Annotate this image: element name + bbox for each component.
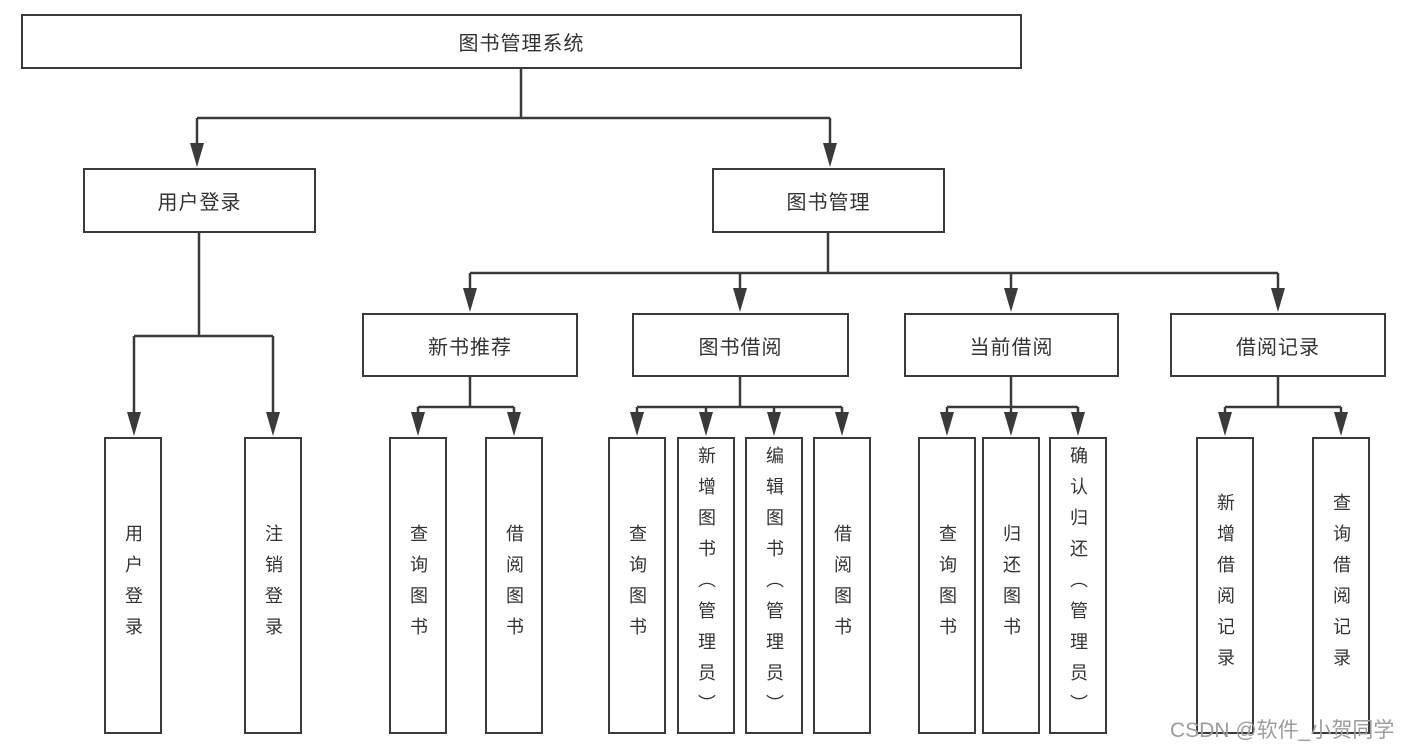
node-root-label: 图书管理系统 — [458, 33, 585, 55]
leaf-user-login-label: 用户登录 — [123, 523, 143, 648]
leaf-return-books: 归还图书 — [982, 437, 1040, 734]
leaf-add-books-admin: 新增图书（管理员） — [677, 437, 735, 734]
leaf-add-books-admin-label: 新增图书（管理员） — [696, 446, 716, 725]
node-book-borrow: 图书借阅 — [632, 313, 849, 377]
leaf-confirm-return-admin: 确认归还（管理员） — [1049, 437, 1107, 734]
leaf-logout-label: 注销登录 — [263, 523, 283, 648]
leaf-borrow-query-books: 查询图书 — [608, 437, 666, 734]
node-user-login-label: 用户登录 — [157, 192, 242, 214]
node-user-login: 用户登录 — [83, 168, 316, 233]
leaf-add-borrow-record: 新增借阅记录 — [1196, 437, 1254, 734]
connector-user-login — [132, 232, 275, 417]
leaf-newbook-borrow-books-label: 借阅图书 — [504, 523, 524, 648]
leaf-add-borrow-record-label: 新增借阅记录 — [1215, 492, 1235, 679]
node-current-borrow-label: 当前借阅 — [969, 336, 1054, 359]
node-borrow-records-label: 借阅记录 — [1236, 336, 1320, 359]
leaf-logout: 注销登录 — [244, 437, 302, 734]
connector-borrow-records — [1223, 377, 1343, 417]
csdn-watermark: CSDN @软件_小贺同学 — [1170, 719, 1395, 742]
leaf-query-borrow-record-label: 查询借阅记录 — [1331, 492, 1351, 679]
connector-book-borrow — [635, 377, 844, 417]
node-book-borrow-label: 图书借阅 — [698, 336, 783, 359]
connector-root — [195, 69, 832, 148]
node-borrow-records: 借阅记录 — [1170, 313, 1386, 377]
leaf-current-query-books-label: 查询图书 — [937, 523, 957, 648]
leaf-confirm-return-admin-label: 确认归还（管理员） — [1068, 446, 1088, 725]
leaf-newbook-query-books-label: 查询图书 — [408, 523, 428, 648]
leaf-edit-books-admin-label: 编辑图书（管理员） — [764, 446, 784, 725]
leaf-borrow-books-label: 借阅图书 — [832, 523, 852, 648]
leaf-newbook-borrow-books: 借阅图书 — [485, 437, 543, 734]
node-root: 图书管理系统 — [21, 14, 1022, 69]
node-book-management: 图书管理 — [712, 168, 945, 233]
leaf-borrow-query-books-label: 查询图书 — [627, 523, 647, 648]
leaf-borrow-books: 借阅图书 — [813, 437, 871, 734]
connector-new-book — [416, 377, 516, 417]
leaf-query-borrow-record: 查询借阅记录 — [1312, 437, 1370, 734]
node-current-borrow: 当前借阅 — [904, 313, 1119, 377]
leaf-user-login: 用户登录 — [104, 437, 162, 734]
connector-book-management — [468, 232, 1280, 293]
node-new-book-recommend: 新书推荐 — [362, 313, 578, 377]
leaf-return-books-label: 归还图书 — [1001, 523, 1021, 648]
node-new-book-recommend-label: 新书推荐 — [428, 336, 512, 359]
leaf-current-query-books: 查询图书 — [918, 437, 976, 734]
node-book-management-label: 图书管理 — [786, 192, 871, 214]
leaf-edit-books-admin: 编辑图书（管理员） — [745, 437, 803, 734]
connector-current-borrow — [945, 377, 1080, 417]
leaf-newbook-query-books: 查询图书 — [389, 437, 447, 734]
arrowheads — [127, 143, 1348, 436]
